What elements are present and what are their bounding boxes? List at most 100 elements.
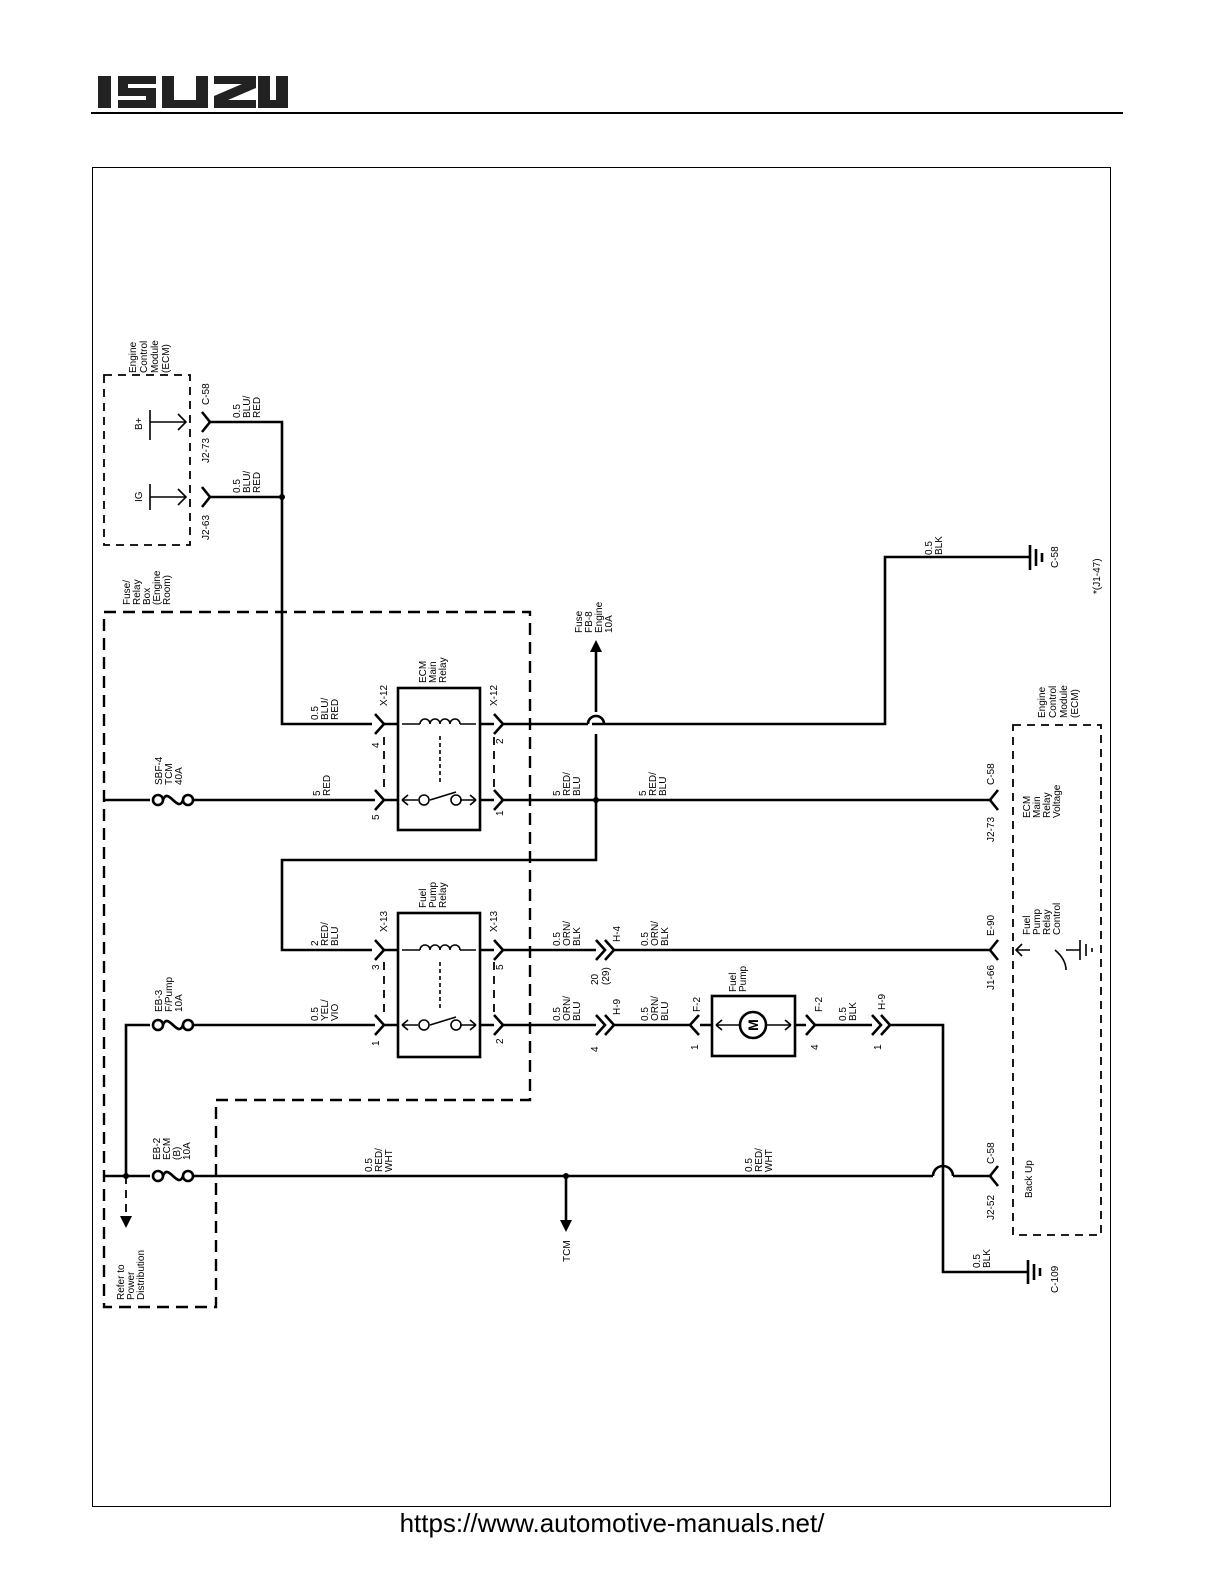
ecm-main-relay-label: ECM Main Relay <box>418 657 449 683</box>
fp-relay-contact-2 <box>450 1019 462 1031</box>
fuse-sbf4-end-2 <box>181 793 195 807</box>
svg-text:BLU/: BLU/ <box>242 396 253 418</box>
connector-f2-a-label: F-2 <box>692 997 703 1012</box>
svg-text:BLU: BLU <box>660 1002 671 1021</box>
refer-power-arrow <box>120 1216 132 1228</box>
connector-c58-bottom-label: C-58 <box>986 1142 997 1164</box>
x12-pin-1-connector <box>493 789 505 811</box>
footer-url[interactable]: https://www.automotive-manuals.net/ <box>399 1508 825 1538</box>
svg-text:BLU: BLU <box>658 777 669 796</box>
ecm-main-relay-body <box>396 686 482 832</box>
ecm-pin-b-plus-label: B+ <box>134 417 145 430</box>
svg-text:Relay: Relay <box>1042 792 1053 818</box>
fuel-pump-label: Fuel Pump <box>728 965 749 992</box>
ecm-right-label: Engine Control Module (ECM) <box>1037 685 1081 718</box>
fuse-eb2-end-2 <box>181 1169 195 1183</box>
svg-text:RED/: RED/ <box>562 772 573 796</box>
x13-pin-1: 1 <box>371 1040 382 1046</box>
svg-text:Fuel: Fuel <box>728 973 739 992</box>
connector-h4 <box>595 939 616 961</box>
ecm-top-box <box>103 374 191 546</box>
svg-text:Relay: Relay <box>132 579 143 605</box>
fuse-sbf4-end-1 <box>151 793 165 807</box>
wire-2-red-blu-label: 2 RED/ BLU <box>310 922 341 946</box>
svg-text:ORN/: ORN/ <box>562 921 573 946</box>
wire-crossover-hop-bottom <box>931 1164 955 1177</box>
svg-text:Module: Module <box>150 340 161 373</box>
wire-yel-vio-label: 0.5 YEL/ VIO <box>310 999 341 1021</box>
ecm-pin-b-plus <box>149 410 188 440</box>
svg-text:BLK: BLK <box>848 1002 859 1021</box>
svg-text:BLU: BLU <box>572 777 583 796</box>
svg-text:WHT: WHT <box>764 1149 775 1172</box>
svg-text:Fuel: Fuel <box>418 889 429 908</box>
refer-power-label: Refer to Power Distribution <box>116 1250 147 1300</box>
fuse-eb3-element <box>161 1019 185 1031</box>
diagram-frame <box>92 167 1111 1507</box>
svg-text:0.5: 0.5 <box>364 1158 375 1172</box>
x12-pin-2: 2 <box>495 738 506 744</box>
fuse-eb3-end-2 <box>181 1018 195 1032</box>
wire-orn-blu-1-label: 0.5 ORN/ BLU <box>552 996 583 1021</box>
svg-text:BLK: BLK <box>982 1249 993 1268</box>
connector-j2-63 <box>200 486 212 508</box>
svg-text:Main: Main <box>428 661 439 683</box>
connector-h4-label: H-4 <box>612 925 623 942</box>
svg-text:RED: RED <box>322 775 333 796</box>
svg-text:ORN/: ORN/ <box>562 996 573 1021</box>
svg-text:RED/: RED/ <box>648 772 659 796</box>
svg-text:2: 2 <box>310 940 321 946</box>
svg-text:Box: Box <box>142 588 153 605</box>
svg-text:0.5: 0.5 <box>640 932 651 946</box>
back-up-label: Back Up <box>1024 1160 1035 1198</box>
fuse-eb2-label: EB-2 ECM (B) 10A <box>152 1137 193 1160</box>
connector-c58-top <box>200 411 212 433</box>
svg-text:Power: Power <box>126 1271 137 1300</box>
j2-63-label: J2-63 <box>201 515 212 540</box>
svg-text:5: 5 <box>312 790 323 796</box>
svg-text:BLK: BLK <box>660 927 671 946</box>
svg-text:0.5: 0.5 <box>232 404 243 418</box>
isuzu-logo <box>98 76 288 108</box>
x13-pin-1-connector <box>374 1014 386 1036</box>
svg-text:20: 20 <box>590 973 601 985</box>
ground-top-symbol <box>1028 545 1044 570</box>
fp-relay-control-ground <box>1066 940 1093 960</box>
connector-h9-b <box>871 1014 892 1036</box>
svg-text:0.5: 0.5 <box>744 1158 755 1172</box>
svg-text:Relay: Relay <box>1042 909 1053 935</box>
wire-red-wht-2-label: 0.5 RED/ WHT <box>744 1148 775 1172</box>
svg-text:Fuel: Fuel <box>1022 916 1033 935</box>
x13-pin-2b: 2 <box>495 1038 506 1044</box>
svg-text:10A: 10A <box>182 1142 193 1160</box>
connector-f2-b <box>805 1014 817 1036</box>
svg-text:Control: Control <box>1048 686 1059 718</box>
svg-text:(B): (B) <box>172 1147 183 1160</box>
svg-text:Module: Module <box>1059 685 1070 718</box>
svg-text:Pump: Pump <box>1032 908 1043 935</box>
svg-text:WHT: WHT <box>384 1149 395 1172</box>
main-relay-connector-dashes <box>383 737 495 788</box>
svg-text:Control: Control <box>1052 903 1063 935</box>
ground-top-wire-label: 0.5 BLK <box>924 536 945 555</box>
x13-pin-2b-connector <box>493 1014 505 1036</box>
ecm-right-box <box>1012 724 1102 1236</box>
main-relay-internal-wires <box>384 722 494 802</box>
fuse-eb3-label: EB-3 F/Pump 10A <box>154 977 185 1012</box>
connector-h9-a-label: H-9 <box>612 998 623 1015</box>
wire-red-label: 5 RED <box>312 775 333 796</box>
h9-pin-4: 4 <box>590 1046 601 1052</box>
svg-text:(ECM): (ECM) <box>1070 689 1081 718</box>
svg-text:Fuse/: Fuse/ <box>122 580 133 605</box>
x12-pin-5: 5 <box>371 814 382 820</box>
main-relay-coil <box>419 718 461 725</box>
wire-blk-label: 0.5 BLK <box>838 1002 859 1021</box>
svg-text:TCM: TCM <box>164 763 175 785</box>
ground-bottom-wire-label: 0.5 BLK <box>972 1249 993 1268</box>
svg-text:YEL/: YEL/ <box>320 999 331 1021</box>
fuel-pump-relay-body <box>396 911 482 1059</box>
ecm-pin-ig <box>149 484 188 510</box>
x13-right-label: X-13 <box>489 910 500 932</box>
svg-text:BLU/: BLU/ <box>320 698 331 720</box>
svg-text:Pump: Pump <box>738 965 749 992</box>
